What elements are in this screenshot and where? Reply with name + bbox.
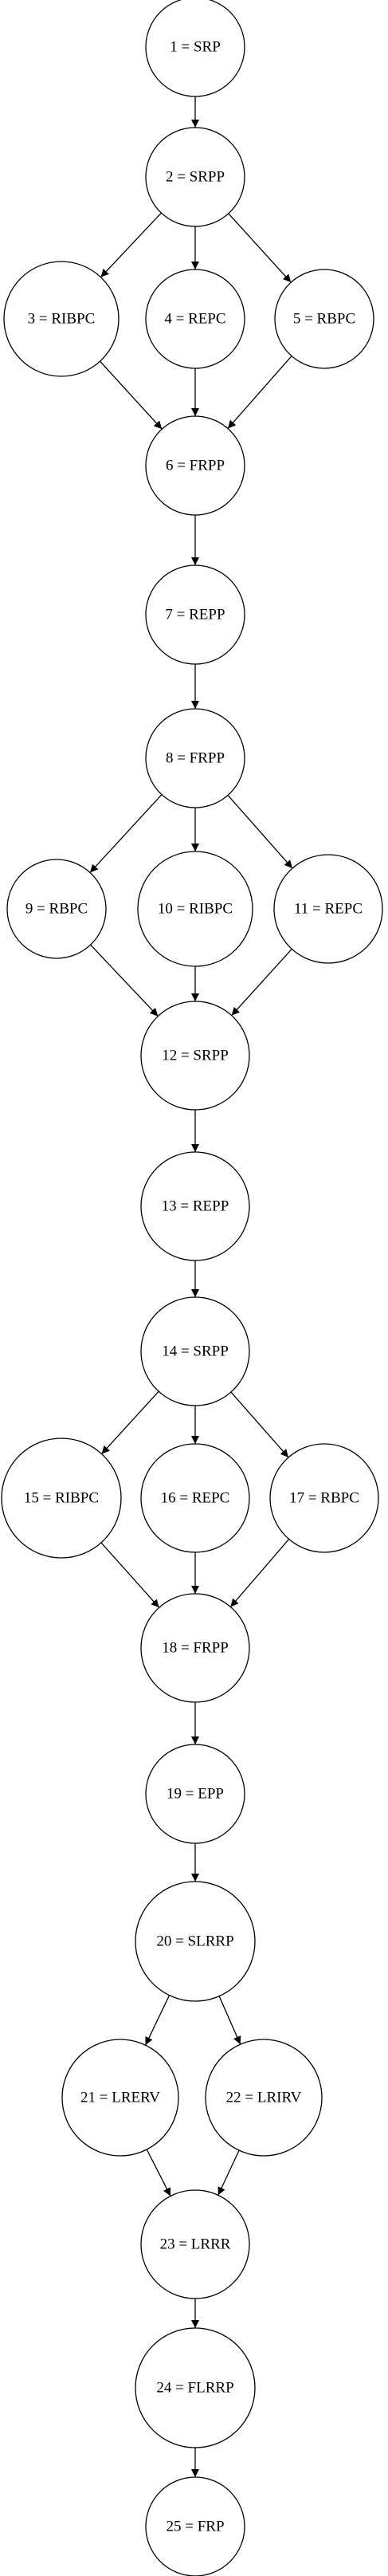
edge-arrow-n14-n15 xyxy=(101,1390,159,1455)
node-n5: 5 = RBPC xyxy=(274,269,374,369)
node-n19: 19 = EPP xyxy=(145,1744,245,1844)
node-n15: 15 = RIBPC xyxy=(1,1437,122,1559)
node-n21: 21 = LRERV xyxy=(61,2039,179,2157)
node-label: 15 = RIBPC xyxy=(24,1490,99,1507)
node-label: 10 = RIBPC xyxy=(158,901,233,918)
node-label: 20 = SLRRP xyxy=(156,1933,233,1950)
node-circle xyxy=(205,2039,323,2157)
node-label: 11 = REPC xyxy=(294,901,363,918)
node-label: 2 = SRPP xyxy=(166,169,225,186)
node-circle xyxy=(140,1443,250,1553)
node-label: 12 = SRPP xyxy=(162,1048,229,1064)
node-circle xyxy=(145,127,245,227)
node-label: 3 = RIBPC xyxy=(28,311,96,328)
node-circle xyxy=(135,1881,256,2002)
node-circle xyxy=(145,269,245,369)
node-label: 22 = LRIRV xyxy=(226,2090,302,2106)
edge-arrow-n20-n21 xyxy=(144,1995,170,2046)
edge-arrow-n5-n6 xyxy=(227,356,292,429)
node-n23: 23 = LRRR xyxy=(140,2189,250,2299)
node-label: 24 = FLRRP xyxy=(156,2380,233,2397)
node-circle xyxy=(135,2327,256,2448)
node-n9: 9 = RBPC xyxy=(6,859,107,959)
node-n6: 6 = FRPP xyxy=(145,415,245,516)
node-label: 21 = LRERV xyxy=(80,2090,160,2106)
node-n16: 16 = REPC xyxy=(140,1443,250,1553)
node-circle xyxy=(140,1593,250,1703)
node-n12: 12 = SRPP xyxy=(140,1001,250,1111)
node-n18: 18 = FRPP xyxy=(140,1593,250,1703)
node-circle xyxy=(140,1001,250,1111)
node-circle xyxy=(145,708,245,808)
node-n8: 8 = FRPP xyxy=(145,708,245,808)
edge-arrow-n22-n23 xyxy=(218,2149,240,2196)
node-circle xyxy=(140,1296,250,1406)
node-circle xyxy=(273,854,383,964)
edge-arrow-n8-n9 xyxy=(89,794,163,873)
node-n4: 4 = REPC xyxy=(145,269,245,369)
node-label: 17 = RBPC xyxy=(289,1490,359,1507)
edge-layer xyxy=(89,96,293,2477)
node-n22: 22 = LRIRV xyxy=(205,2039,323,2157)
node-n25: 25 = FRP xyxy=(145,2476,245,2576)
node-circle xyxy=(140,2189,250,2299)
node-n11: 11 = REPC xyxy=(273,854,383,964)
node-n2: 2 = SRPP xyxy=(145,127,245,227)
node-label: 23 = LRRR xyxy=(160,2236,231,2253)
edge-arrow-n17-n18 xyxy=(229,1539,290,1607)
node-circle xyxy=(61,2039,179,2157)
edge-arrow-n9-n12 xyxy=(90,944,159,1017)
edge-arrow-n11-n12 xyxy=(231,948,292,1017)
node-label: 5 = RBPC xyxy=(293,311,355,328)
node-n7: 7 = REPP xyxy=(145,564,245,665)
edge-arrow-n8-n11 xyxy=(227,795,293,869)
node-circle xyxy=(145,1744,245,1844)
node-circle xyxy=(145,415,245,516)
edge-arrow-n2-n3 xyxy=(100,212,162,278)
node-n14: 14 = SRPP xyxy=(140,1296,250,1406)
node-circle xyxy=(3,261,120,377)
node-n20: 20 = SLRRP xyxy=(135,1881,256,2002)
edge-arrow-n14-n17 xyxy=(230,1391,289,1458)
node-n1: 1 = SRP xyxy=(145,0,245,97)
edge-arrow-n2-n5 xyxy=(228,213,292,283)
node-label: 9 = RBPC xyxy=(25,901,88,918)
node-label: 16 = REPC xyxy=(161,1490,230,1507)
node-n10: 10 = RIBPC xyxy=(137,851,253,967)
node-label: 7 = REPP xyxy=(165,607,225,623)
edge-arrow-n3-n6 xyxy=(100,360,163,430)
edge-arrow-n20-n22 xyxy=(218,1996,241,2045)
node-circle xyxy=(145,0,245,97)
edge-arrow-n15-n18 xyxy=(100,1542,160,1608)
node-label: 19 = EPP xyxy=(167,1786,224,1803)
node-n17: 17 = RBPC xyxy=(269,1443,379,1553)
node-circle xyxy=(145,2476,245,2576)
edge-arrow-n21-n23 xyxy=(146,2149,171,2196)
node-circle xyxy=(1,1437,122,1559)
node-label: 13 = REPP xyxy=(162,1198,229,1215)
node-circle xyxy=(269,1443,379,1553)
node-n13: 13 = REPP xyxy=(140,1151,250,1261)
node-circle xyxy=(140,1151,250,1261)
node-label: 4 = REPC xyxy=(164,311,225,328)
node-circle xyxy=(6,859,107,959)
node-circle xyxy=(145,564,245,665)
node-label: 1 = SRP xyxy=(170,39,221,56)
node-label: 8 = FRPP xyxy=(166,750,225,767)
node-n24: 24 = FLRRP xyxy=(135,2327,256,2448)
node-n3: 3 = RIBPC xyxy=(3,261,120,377)
node-label: 25 = FRP xyxy=(166,2519,224,2535)
node-label: 6 = FRPP xyxy=(166,458,225,474)
node-circle xyxy=(274,269,374,369)
node-label: 14 = SRPP xyxy=(162,1343,229,1360)
node-label: 18 = FRPP xyxy=(162,1640,229,1657)
node-circle xyxy=(137,851,253,967)
